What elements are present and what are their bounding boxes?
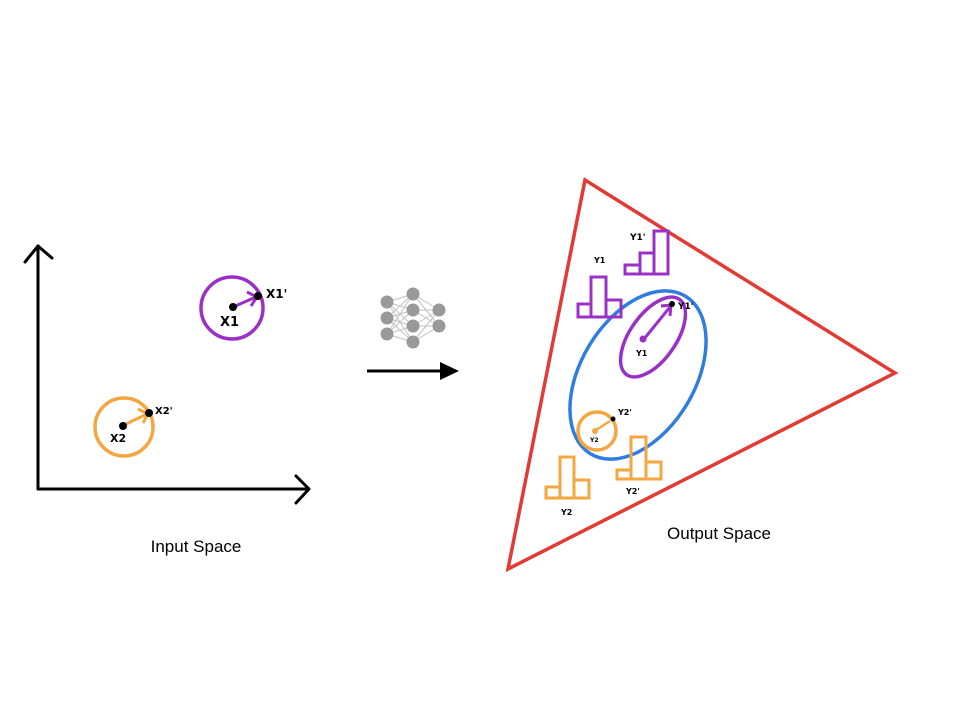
y1-point: [639, 335, 647, 343]
x2-label: X2: [110, 432, 126, 445]
network-node: [432, 303, 446, 317]
x1-label: X1: [220, 315, 239, 330]
x2-neighborhood: X2 X2': [93, 396, 173, 458]
histogram-y2-label: Y2: [560, 508, 572, 517]
histogram-y2-prime: [615, 435, 663, 481]
y1-ellipse: [618, 295, 688, 379]
x1-prime-label: X1': [266, 287, 287, 301]
input-space-caption: Input Space: [151, 537, 242, 556]
y-axis-arrowhead: [23, 244, 54, 264]
histogram-y1-label: Y1: [593, 256, 606, 265]
x2-perturbation-arrow: [123, 412, 148, 427]
histogram-y1: [576, 275, 623, 319]
x1-circle: [199, 275, 265, 341]
y1-label: Y1: [635, 349, 648, 358]
histogram-y2-prime-label: Y2': [625, 487, 640, 496]
input-space-panel: X1 X1' X2 X2' Input Space: [23, 244, 311, 556]
mapping-arrow: [367, 362, 459, 380]
x1-neighborhood: X1 X1': [199, 275, 287, 341]
neural-network-icon: [380, 287, 446, 349]
output-space-panel: Y1 Y1' Y2 Y2' Y1 Y1' Y2 Y2' Output: [505, 177, 899, 573]
x-axis-arrowhead: [294, 474, 311, 505]
y2-perturbation-arrow: [595, 419, 611, 432]
y2-label: Y2: [589, 437, 599, 444]
histogram-y1-prime-label: Y1': [629, 233, 646, 243]
y2-neighborhood: Y2 Y2': [576, 408, 632, 452]
output-region-ellipse: [568, 289, 708, 461]
network-node: [406, 335, 420, 349]
y1-neighborhood: Y1 Y1': [618, 295, 694, 379]
y1-prime-label: Y1': [677, 302, 694, 312]
x2-prime-point: [145, 409, 153, 417]
x1-point: [229, 303, 237, 311]
network-node: [406, 287, 420, 301]
y2-point: [592, 428, 598, 434]
output-simplex-triangle: [505, 177, 899, 573]
x2-prime-label: X2': [155, 406, 173, 417]
network-edge: [386, 293, 414, 335]
network-node: [380, 311, 394, 325]
y2-circle: [576, 410, 618, 452]
y2-prime-label: Y2': [617, 408, 632, 417]
network-node: [380, 327, 394, 341]
input-axes: [23, 244, 311, 505]
histogram-y2: [544, 455, 591, 500]
x2-point: [119, 422, 127, 430]
output-space-caption: Output Space: [667, 524, 771, 543]
histogram-y1-prime: [623, 229, 670, 276]
x1-perturbation-arrow: [232, 295, 257, 309]
network-node: [406, 319, 420, 333]
network-node: [432, 319, 446, 333]
y2-prime-point: [610, 416, 616, 422]
network-node: [406, 303, 420, 317]
network-edge: [412, 309, 440, 343]
x1-prime-point: [254, 292, 262, 300]
x2-circle: [93, 396, 155, 458]
y1-perturbation-arrow: [642, 306, 672, 340]
y1-prime-point: [669, 301, 675, 307]
network-node: [380, 295, 394, 309]
